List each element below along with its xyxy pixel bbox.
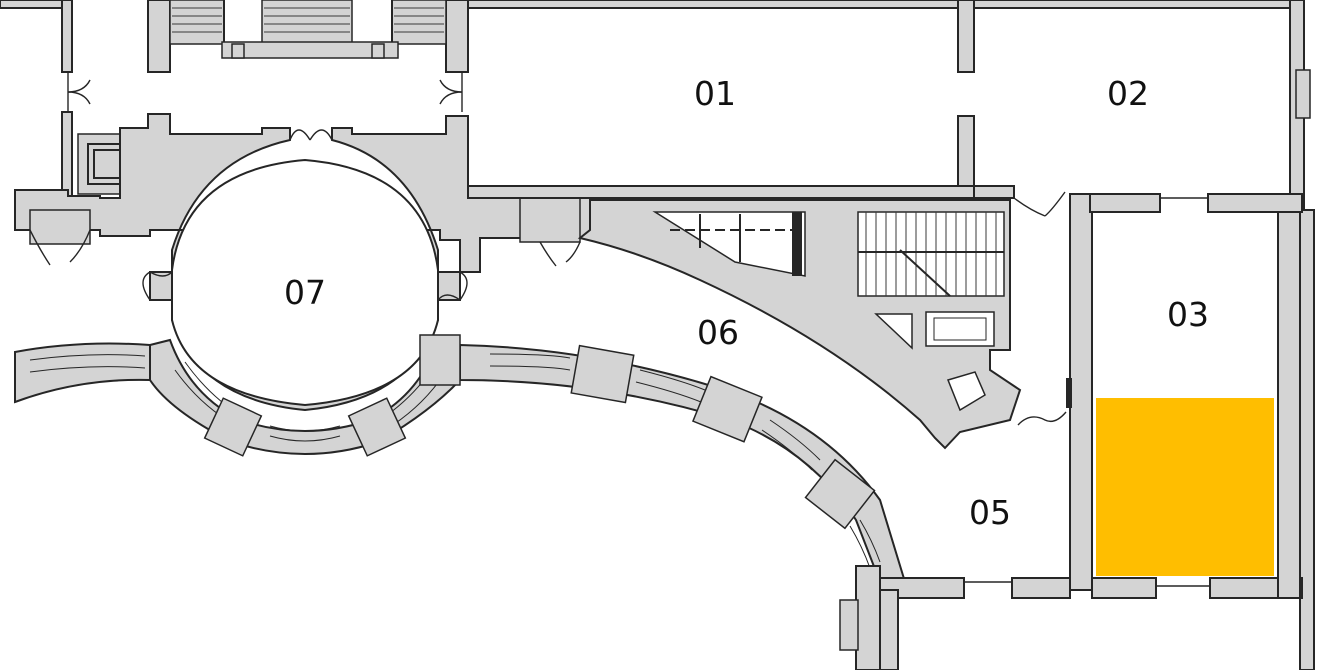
door-swings [29, 72, 1210, 587]
room-label-07: 07 [284, 273, 326, 312]
room-label-05: 05 [969, 493, 1011, 532]
room-label-02: 02 [1107, 74, 1149, 113]
north-walls [467, 0, 1315, 670]
room-label-03: 03 [1167, 295, 1209, 334]
room-label-01: 01 [694, 74, 736, 113]
south-facade [14, 334, 907, 583]
room-03-walls [839, 193, 1303, 670]
top-stair-block [147, 0, 469, 73]
room-labels: 01 02 03 05 06 07 [284, 74, 1209, 532]
highlighted-area [1096, 398, 1274, 576]
room-label-06: 06 [697, 313, 739, 352]
corridor-stairs [652, 211, 1005, 412]
